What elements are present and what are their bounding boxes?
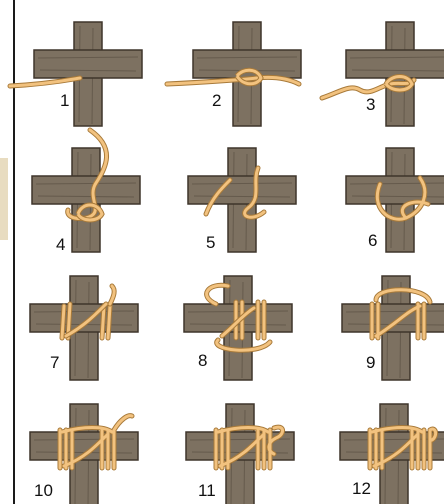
- step-number-label: 1: [60, 92, 69, 109]
- step-number-label: 11: [198, 482, 216, 499]
- step-6-cross: [346, 148, 444, 252]
- step-7-cross: [30, 276, 138, 380]
- step-5-cross: [188, 148, 296, 252]
- step-number-label: 7: [50, 354, 59, 371]
- step-number-label: 6: [368, 232, 377, 249]
- step-4-cross: [32, 130, 140, 252]
- step-number-label: 2: [212, 92, 221, 109]
- step-number-label: 8: [198, 352, 207, 369]
- step-number-label: 9: [366, 354, 375, 371]
- step-1-cross: [10, 22, 142, 126]
- step-number-label: 3: [366, 96, 375, 113]
- step-9-cross: [342, 276, 444, 380]
- step-number-label: 10: [34, 482, 53, 499]
- step-number-label: 5: [206, 234, 215, 251]
- step-3-cross: [322, 22, 444, 126]
- step-number-label: 12: [352, 480, 371, 497]
- step-number-label: 4: [56, 236, 65, 253]
- step-2-cross: [167, 22, 301, 126]
